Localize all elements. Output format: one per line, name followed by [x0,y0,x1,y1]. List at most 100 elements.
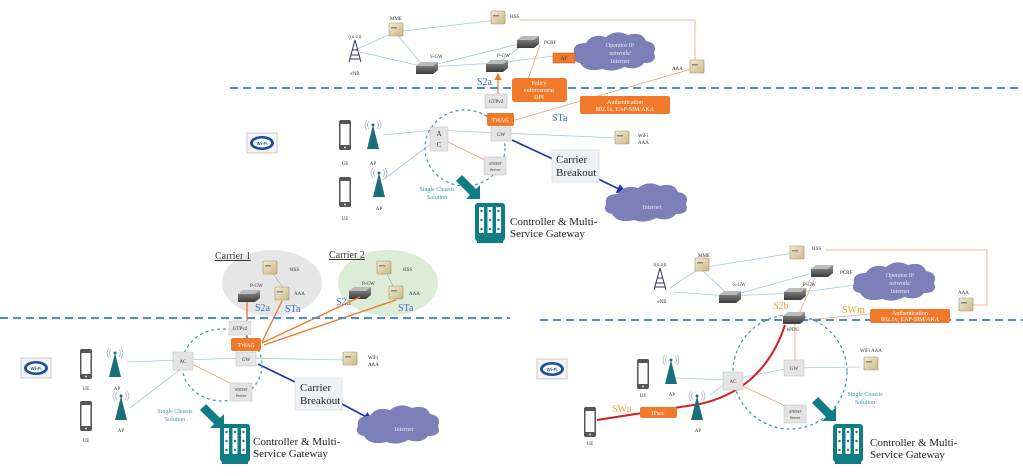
internet-label: Internet [395,427,414,433]
wifi-aaa-line-2: AAA [638,141,649,146]
ap-icon [370,167,388,198]
ue-phone-icon [80,349,92,379]
cloud-line-1: Operator IP [886,273,915,279]
s2a-label: S2a [477,77,493,88]
single-chassis-line-2: Solution [855,400,875,406]
internet-label: Internet [643,205,662,211]
sta1-label: STa [285,304,301,315]
single-chassis-line-1: Single Chassis [419,187,455,193]
hss-server-icon [789,245,805,260]
twag-label: TWAG [237,343,255,349]
andsf-line-2: Server [490,167,501,172]
controller-line-2: Service Gateway [870,449,945,461]
enb-label: eNB [350,72,360,77]
internet-cloud-icon [356,405,439,444]
pcrf-label: PCRF [544,41,556,46]
controller-gateway-icon [833,424,863,464]
ac-label: AC [730,380,738,385]
aaa2-label: AAA [409,292,420,297]
sgw-router-icon [416,62,438,74]
af-label: AF [561,57,568,62]
wifi-aaa-server-icon [863,356,879,371]
carrier1-label: Carrier 1 [215,251,251,262]
pgw-router-icon [486,60,508,72]
pcrf-router-icon [811,265,833,277]
epdg-label: ePDG [787,328,800,333]
controller-line-1: Controller & Multi- [510,216,598,228]
ipsec-tunnel-line [596,324,786,421]
single-chassis-line-2: Solution [427,195,447,201]
andsf-line-1: ANDSF [488,161,502,166]
aaa-server-icon [689,59,705,74]
auth-line-2: 802.1x, EAP-SIM/AKA [881,317,940,323]
hss-label: HSS [510,15,519,20]
cloud-line-2: network/ [889,281,911,287]
aaa1-server-icon [274,286,290,301]
ap-icon [106,347,124,378]
ap-icon [662,354,680,385]
ac-label: AC [180,360,188,365]
aaa1-label: AAA [294,292,305,297]
gw-label: GW [790,367,799,372]
ue-phone-icon [339,120,351,150]
wifi-logo [536,358,568,380]
controller-line-1: Controller & Multi- [253,436,341,448]
ap1-label: AP [669,393,676,398]
carrier2-region [338,250,438,316]
gw-label: GW [242,358,251,363]
hss-server-icon [490,10,506,25]
ap-icon [364,119,382,150]
controller-line-2: Service Gateway [510,228,585,240]
cloud-line-1: Operator IP [606,43,635,49]
wifi-logo [246,132,278,154]
cloud-line-3: Internet [891,289,910,295]
hss1-label: HSS [290,268,299,273]
andsf-line-1: ANDSF [788,409,802,414]
swu-label: SWu [612,404,632,415]
arrow-icon [200,404,224,428]
policy-line-1: Policy [531,81,546,87]
controller-line-2: Service Gateway [253,448,328,460]
hss2-label: HSS [403,268,412,273]
ue-phone-icon [80,401,92,431]
gw-label: GW [497,133,506,138]
gtpv2-label: GTPv2 [489,100,504,105]
wifi-logo [20,357,52,379]
wifi-aaa-line-1: WiFi [638,134,649,139]
pgw1-label: P-GW [250,284,263,289]
sta-label: STa [552,113,568,124]
sgw-router-icon [719,291,741,303]
auth-line-1: Authentication [607,100,643,106]
pgw-label: P-GW [803,283,816,288]
ue2-label: UE [83,439,90,444]
arrow-icon [812,397,836,421]
ap1-label: AP [114,387,121,392]
cell-tower-icon [653,262,668,291]
auth-line-1: Authentication [892,311,928,317]
andsf-line-2: Server [790,415,801,420]
carrier2-label: Carrier 2 [329,250,365,261]
andsf-line-2: Server [236,393,247,398]
aaa-label: AAA [672,67,683,72]
pgw-label: P-GW [497,54,510,59]
cloud-line-3: Internet [611,59,630,65]
single-chassis-line-1: Single Chassis [157,409,193,415]
carrier-breakout-line-1: Carrier [556,154,587,166]
hss1-server-icon [262,260,278,275]
wifi-aaa-label: WiFi AAA [860,349,882,354]
epdg-router-icon [783,312,805,324]
cell-tower-icon [348,34,363,63]
hss-label: HSS [812,247,821,252]
pcrf-label: PCRF [840,271,852,276]
pgw-router-icon [784,288,806,300]
controller-gateway-icon [475,203,505,243]
ap1-label: AP [370,162,377,167]
ap2-label: AP [695,429,702,434]
ac-c-label: C [437,141,442,149]
mme-server-icon [694,257,710,272]
internet-cloud-icon [604,183,687,222]
sgw-label: S-GW [430,55,443,60]
pcrf-router-icon [517,36,539,48]
controller-line-1: Controller & Multi- [870,437,958,449]
